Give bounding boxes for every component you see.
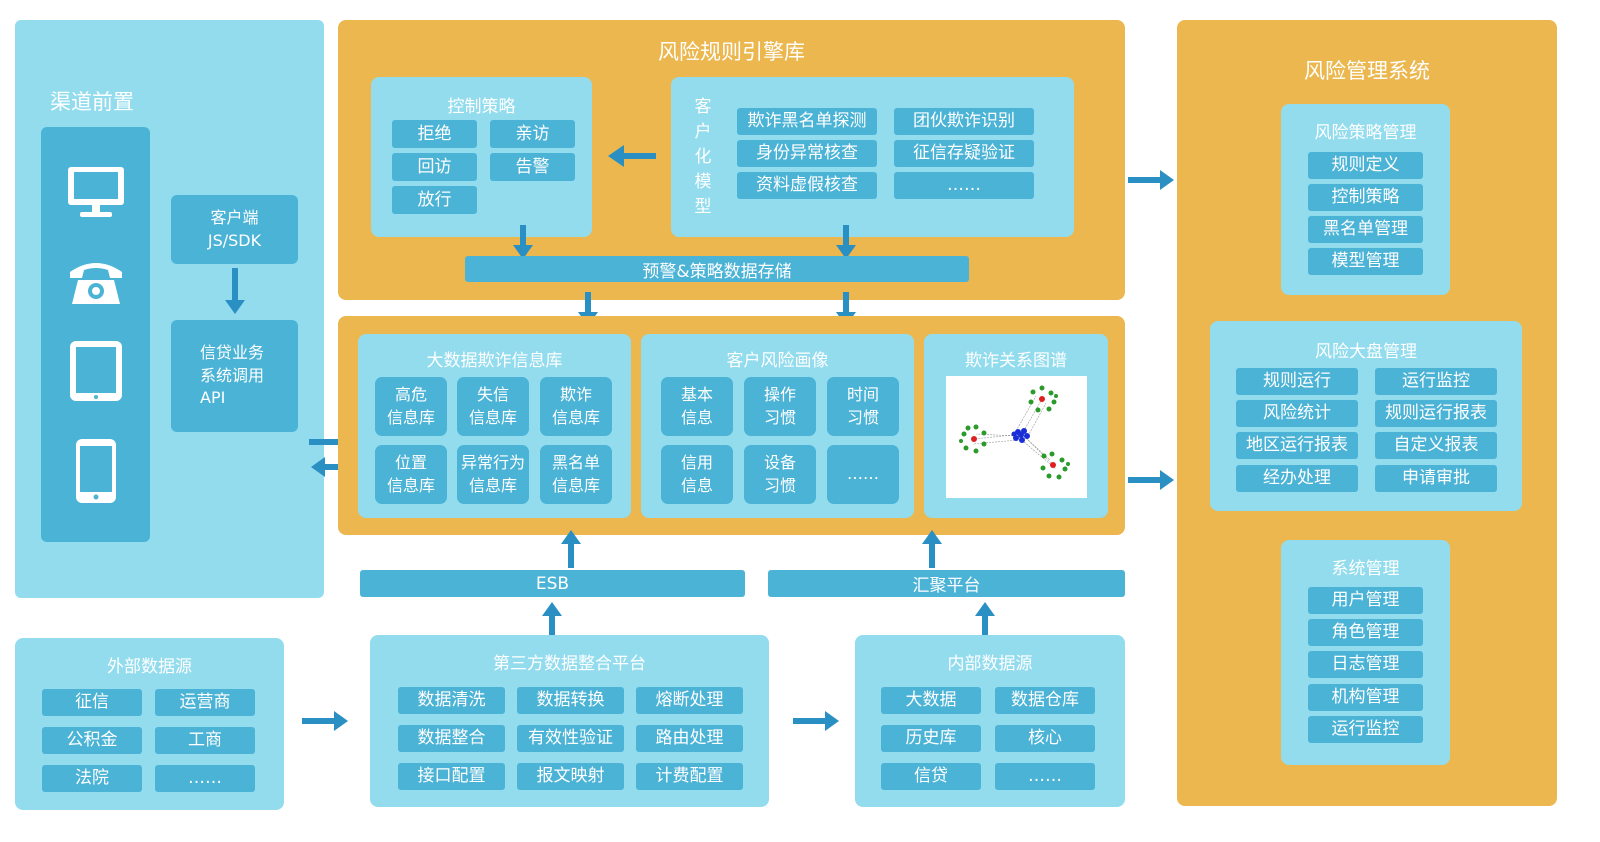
blacklist-db[interactable]: 黑名单 信息库 xyxy=(540,445,612,504)
arrow-up-icon xyxy=(561,530,581,568)
channel-title: 渠道前置 xyxy=(50,90,134,114)
gang-fraud-button[interactable]: 团伙欺诈识别 xyxy=(894,108,1034,135)
credit-api-box[interactable]: 信贷业务 系统调用 API xyxy=(171,320,298,432)
device-habit[interactable]: 设备 习惯 xyxy=(744,445,816,504)
control-strategy-title: 控制策略 xyxy=(447,97,516,117)
fraud-graph-image xyxy=(946,376,1087,498)
release-button[interactable]: 放行 xyxy=(392,186,477,214)
data-cleaning-button[interactable]: 数据清洗 xyxy=(398,687,505,714)
data-conversion-button[interactable]: 数据转换 xyxy=(517,687,624,714)
strategy-management-title: 风险策略管理 xyxy=(1314,123,1417,143)
user-management-button[interactable]: 用户管理 xyxy=(1308,587,1423,614)
rule-engine-title: 风险规则引擎库 xyxy=(658,40,805,64)
more-external-button[interactable]: …… xyxy=(155,765,255,792)
billing-config-button[interactable]: 计费配置 xyxy=(636,763,743,790)
client-sdk-box[interactable]: 客户端 JS/SDK xyxy=(171,195,298,264)
handling-button[interactable]: 经办处理 xyxy=(1236,465,1358,492)
fake-data-button[interactable]: 资料虚假核查 xyxy=(737,172,877,199)
customer-profile-title: 客户风险画像 xyxy=(726,351,829,371)
credit-bureau-button[interactable]: 征信 xyxy=(42,689,142,716)
control-strategy-button[interactable]: 控制策略 xyxy=(1308,184,1423,211)
identity-check-button[interactable]: 身份异常核查 xyxy=(737,140,877,167)
more-profile[interactable]: …… xyxy=(827,445,899,504)
arrow-up-icon xyxy=(922,530,942,568)
blacklist-management-button[interactable]: 黑名单管理 xyxy=(1308,216,1423,243)
validation-button[interactable]: 有效性验证 xyxy=(517,725,624,752)
org-management-button[interactable]: 机构管理 xyxy=(1308,684,1423,711)
reject-button[interactable]: 拒绝 xyxy=(392,120,477,148)
high-risk-db[interactable]: 高危 信息库 xyxy=(375,377,447,436)
fraud-db[interactable]: 欺诈 信息库 xyxy=(540,377,612,436)
arrow-left-icon xyxy=(608,145,656,167)
arrow-right-icon xyxy=(1128,170,1174,190)
housing-fund-button[interactable]: 公积金 xyxy=(42,727,142,754)
arrow-right-icon xyxy=(302,711,348,731)
internal-source-title: 内部数据源 xyxy=(947,654,1033,674)
phone-icon xyxy=(70,263,122,304)
approval-button[interactable]: 申请审批 xyxy=(1375,465,1497,492)
system-management-title: 系统管理 xyxy=(1331,559,1400,579)
region-report-button[interactable]: 地区运行报表 xyxy=(1236,432,1358,459)
arrow-right-icon xyxy=(793,711,839,731)
mobile-icon xyxy=(76,439,116,503)
arrow-down-icon xyxy=(513,225,533,259)
credit-verify-button[interactable]: 征信存疑验证 xyxy=(894,140,1034,167)
core-button[interactable]: 核心 xyxy=(995,725,1095,752)
circuit-break-button[interactable]: 熔断处理 xyxy=(636,687,743,714)
custom-report-button[interactable]: 自定义报表 xyxy=(1375,432,1497,459)
data-warehouse-button[interactable]: 数据仓库 xyxy=(995,687,1095,714)
rule-report-button[interactable]: 规则运行报表 xyxy=(1375,400,1497,427)
monitor-icon xyxy=(68,167,124,217)
rule-run-button[interactable]: 规则运行 xyxy=(1236,368,1358,395)
message-mapping-button[interactable]: 报文映射 xyxy=(517,763,624,790)
more-models-button[interactable]: …… xyxy=(894,172,1034,199)
esb-bar[interactable]: ESB xyxy=(360,570,745,597)
business-registry-button[interactable]: 工商 xyxy=(155,727,255,754)
arrow-down-icon xyxy=(225,268,245,314)
interface-config-button[interactable]: 接口配置 xyxy=(398,763,505,790)
role-management-button[interactable]: 角色管理 xyxy=(1308,619,1423,646)
external-source-title: 外部数据源 xyxy=(107,657,192,677)
credit-info[interactable]: 信用 信息 xyxy=(661,445,733,504)
log-management-button[interactable]: 日志管理 xyxy=(1308,651,1423,678)
risk-stats-button[interactable]: 风险统计 xyxy=(1236,400,1358,427)
warning-storage-bar[interactable]: 预警&策略数据存储 xyxy=(465,256,969,282)
arrow-up-icon xyxy=(542,602,562,638)
fraud-db-title: 大数据欺诈信息库 xyxy=(426,351,563,371)
carrier-button[interactable]: 运营商 xyxy=(155,689,255,716)
tablet-icon xyxy=(70,341,122,401)
more-internal-button[interactable]: …… xyxy=(995,763,1095,790)
third-party-title: 第三方数据整合平台 xyxy=(493,654,646,674)
aggregation-bar[interactable]: 汇聚平台 xyxy=(768,570,1125,597)
dishonest-db[interactable]: 失信 信息库 xyxy=(457,377,529,436)
arrow-right-icon xyxy=(1128,470,1174,490)
alert-button[interactable]: 告警 xyxy=(490,153,575,181)
model-management-button[interactable]: 模型管理 xyxy=(1308,248,1423,275)
system-monitor-button[interactable]: 运行监控 xyxy=(1308,716,1423,743)
rule-definition-button[interactable]: 规则定义 xyxy=(1308,152,1423,179)
big-data-button[interactable]: 大数据 xyxy=(881,687,981,714)
dashboard-management-title: 风险大盘管理 xyxy=(1315,342,1417,362)
location-db[interactable]: 位置 信息库 xyxy=(375,445,447,504)
routing-button[interactable]: 路由处理 xyxy=(636,725,743,752)
arrow-up-icon xyxy=(975,602,995,638)
custom-model-label: 客户化模型 xyxy=(694,97,712,217)
basic-info[interactable]: 基本 信息 xyxy=(661,377,733,436)
time-habit[interactable]: 时间 习惯 xyxy=(827,377,899,436)
visit-button[interactable]: 亲访 xyxy=(490,120,575,148)
fraud-graph-title: 欺诈关系图谱 xyxy=(965,351,1067,371)
court-button[interactable]: 法院 xyxy=(42,765,142,792)
blacklist-detect-button[interactable]: 欺诈黑名单探测 xyxy=(737,108,877,135)
run-monitor-button[interactable]: 运行监控 xyxy=(1375,368,1497,395)
data-integration-button[interactable]: 数据整合 xyxy=(398,725,505,752)
operation-habit[interactable]: 操作 习惯 xyxy=(744,377,816,436)
management-title: 风险管理系统 xyxy=(1304,59,1430,83)
callback-button[interactable]: 回访 xyxy=(392,153,477,181)
history-db-button[interactable]: 历史库 xyxy=(881,725,981,752)
abnormal-behavior-db[interactable]: 异常行为 信息库 xyxy=(457,445,529,504)
arrow-down-icon xyxy=(836,225,856,259)
loan-button[interactable]: 信贷 xyxy=(881,763,981,790)
